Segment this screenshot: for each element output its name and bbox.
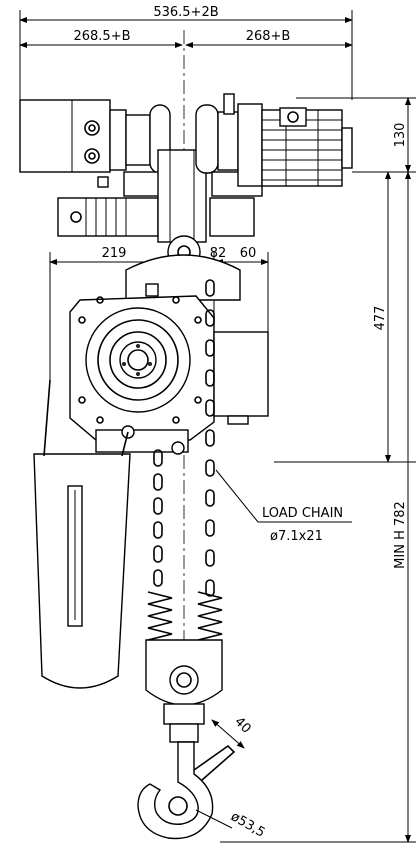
load-chain-title: LOAD CHAIN: [262, 506, 343, 521]
trolley-assembly: [19, 93, 353, 243]
chain-bucket: [33, 379, 131, 689]
trolley-to-hook-dimension: [274, 171, 416, 463]
hoist-body: [69, 235, 269, 455]
hook-opening-dimension: [211, 719, 245, 749]
trolley-to-hook-label: 477: [373, 306, 388, 331]
hook-diameter-dimension: [195, 809, 233, 829]
hook-opening-label: 40: [231, 714, 253, 736]
chain-offset-label: 82: [210, 246, 227, 261]
right-width-label: 268+B: [246, 29, 291, 44]
min-headroom-label: MIN H 782: [393, 501, 408, 569]
hook-diameter-label: ø53,5: [228, 809, 267, 840]
left-width-label: 268.5+B: [73, 29, 130, 44]
load-chain-left: [153, 449, 163, 587]
load-chain-callout: [215, 469, 352, 523]
overall-width-dimension: [19, 10, 353, 100]
side-offset-label: 60: [240, 246, 257, 261]
load-chain-spec: ø7.1x21: [270, 529, 323, 544]
hook-block: [137, 639, 236, 840]
overall-width-label: 536.5+2B: [153, 5, 218, 20]
load-chain-right: [205, 279, 215, 597]
body-width-label: 219: [102, 246, 127, 261]
motor-height-label: 130: [393, 123, 408, 148]
min-headroom-dimension: [220, 171, 416, 843]
